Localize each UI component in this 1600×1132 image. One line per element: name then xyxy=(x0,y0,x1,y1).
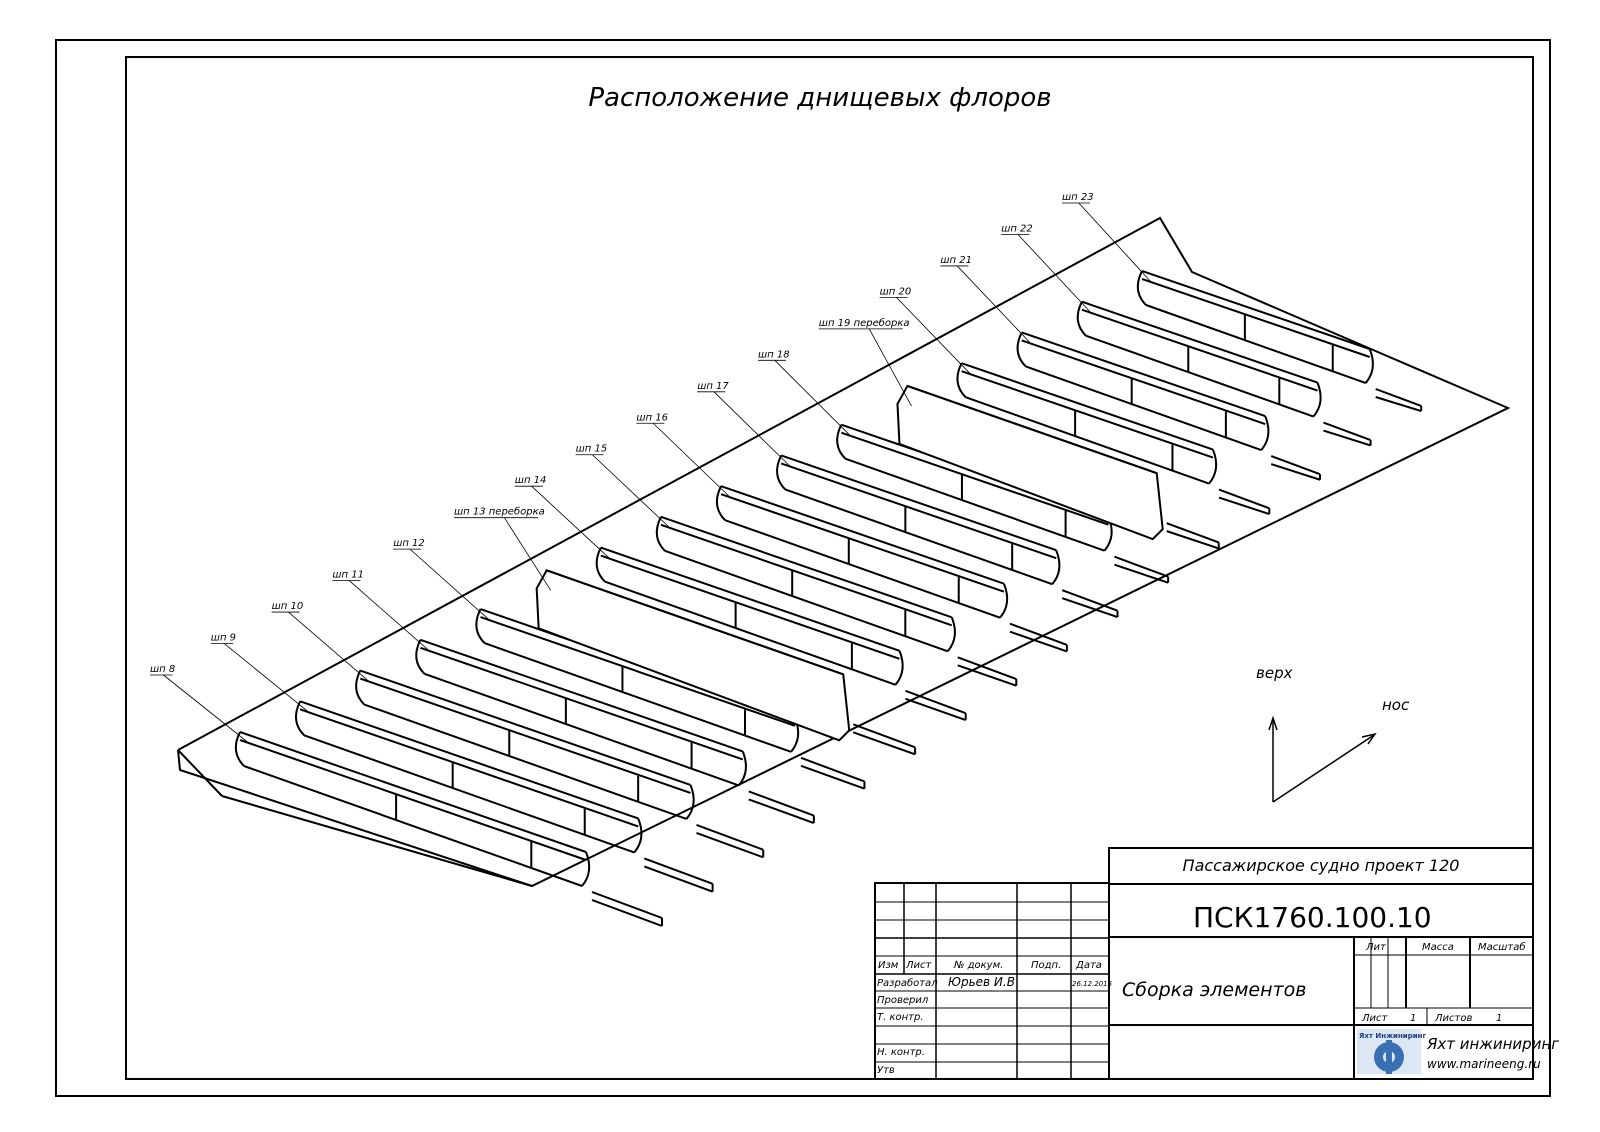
developer-date: 26.12.2015 xyxy=(1072,980,1113,988)
mass-label: Масса xyxy=(1422,942,1454,953)
document-number: ПСК1760.100.10 xyxy=(1193,901,1432,934)
company-logo: Яхт Инжиниринг xyxy=(1357,1029,1426,1074)
frame-label-14: шп 14 xyxy=(515,475,547,486)
col-date: Дата xyxy=(1075,960,1102,971)
frame-label-12: шп 12 xyxy=(393,538,425,549)
frame-labels-group: шп 8 шп 9 шп 10 шп 11 шп 12 шп 13 переборка шп… xyxy=(150,192,1153,745)
frame-label-19: шп 19 переборка xyxy=(819,317,910,329)
hull-outline xyxy=(177,216,1511,888)
frame-label-9: шп 9 xyxy=(211,633,236,644)
col-sign: Подп. xyxy=(1031,960,1061,971)
lit-label: Лит xyxy=(1365,942,1387,953)
frame-label-13: шп 13 переборка xyxy=(454,506,545,518)
frame-leader xyxy=(348,580,431,653)
frame-label-21: шп 21 xyxy=(940,255,972,266)
role-approved: Утв xyxy=(877,1065,895,1076)
sheet-label: Лист xyxy=(1361,1013,1389,1024)
developer-name: Юрьев И.В xyxy=(948,975,1015,989)
col-doc-num: № докум. xyxy=(953,960,1003,971)
role-checked: Проверил xyxy=(877,995,929,1006)
role-developed: Разработал xyxy=(877,977,938,989)
floor-11 xyxy=(415,638,815,824)
company-name: Яхт инжиниринг xyxy=(1426,1035,1559,1053)
sheet-value: 1 xyxy=(1410,1013,1416,1024)
frame-leader xyxy=(288,611,371,683)
frame-leader xyxy=(592,454,672,530)
sheets-value: 1 xyxy=(1496,1013,1502,1024)
frame-leader xyxy=(1078,202,1153,284)
col-list: Лист xyxy=(905,960,933,971)
role-norm-control: Н. контр. xyxy=(877,1047,925,1058)
floor-20 xyxy=(956,362,1271,516)
frame-label-22: шп 22 xyxy=(1001,223,1033,234)
drawing-title: Расположение днищевых флоров xyxy=(588,83,1051,113)
frame-leader xyxy=(504,517,552,591)
floor-22 xyxy=(1076,300,1372,447)
axis-up-label: верх xyxy=(1256,664,1293,682)
company-website: www.marineeng.ru xyxy=(1427,1057,1541,1071)
floor-21 xyxy=(1016,331,1321,481)
floor-13 xyxy=(535,569,917,756)
frame-leader xyxy=(713,391,792,468)
floor-17 xyxy=(776,454,1119,619)
floor-16 xyxy=(715,485,1068,653)
frame-leader xyxy=(223,643,311,714)
logo-caption: Яхт Инжиниринг xyxy=(1359,1032,1426,1040)
orientation-axes xyxy=(1268,715,1377,803)
title-block xyxy=(874,847,1534,1080)
drawing-name: Сборка элементов xyxy=(1122,979,1306,1001)
frame-label-15: шп 15 xyxy=(576,444,608,455)
role-tech-control: Т. контр. xyxy=(877,1012,924,1023)
frame-label-11: шп 11 xyxy=(332,570,364,581)
col-izm: Изм xyxy=(878,960,899,971)
frame-leader xyxy=(652,422,732,499)
floor-15 xyxy=(655,515,1018,687)
frame-label-18: шп 18 xyxy=(758,349,790,360)
floor-8 xyxy=(234,731,663,927)
outer-frame xyxy=(55,39,1551,1097)
frame-leader xyxy=(868,328,912,407)
frame-leader xyxy=(1017,234,1093,315)
floor-23 xyxy=(1136,270,1423,413)
floors-group xyxy=(234,270,1423,927)
frame-label-23: шп 23 xyxy=(1062,192,1094,203)
frame-leader xyxy=(409,548,491,622)
sheets-label: Листов xyxy=(1434,1013,1472,1024)
project-name: Пассажирское судно проект 120 xyxy=(1183,856,1460,875)
frame-label-16: шп 16 xyxy=(636,412,668,423)
inner-border xyxy=(125,56,1534,1080)
axis-bow-label: нос xyxy=(1382,696,1410,714)
frame-leader xyxy=(896,297,972,376)
frame-label-8: шп 8 xyxy=(150,664,175,675)
frame-label-10: шп 10 xyxy=(272,601,304,612)
floor-9 xyxy=(295,700,714,893)
floor-10 xyxy=(355,669,765,859)
floor-14 xyxy=(595,546,967,721)
frame-leader xyxy=(774,360,852,437)
scale-label: Масштаб xyxy=(1478,941,1526,953)
frame-leader xyxy=(531,485,612,560)
floor-19 xyxy=(896,384,1220,550)
frame-label-17: шп 17 xyxy=(697,381,729,392)
frame-label-20: шп 20 xyxy=(880,286,912,297)
frame-leader xyxy=(956,265,1033,345)
frame-leader xyxy=(163,674,251,745)
